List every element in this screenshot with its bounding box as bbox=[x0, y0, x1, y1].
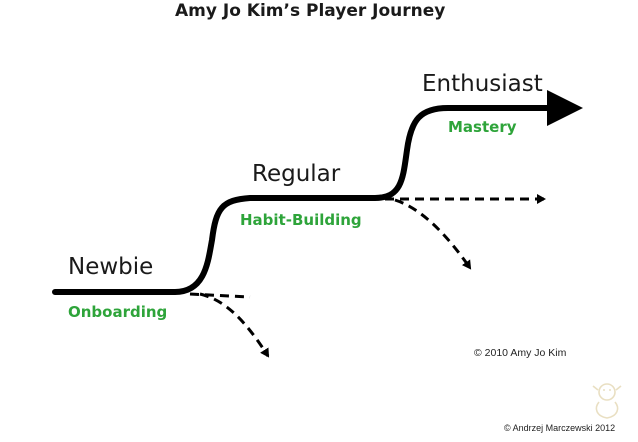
dropoff-arrow-newbie bbox=[199, 292, 270, 358]
copyright-amy-jo-kim: © 2010 Amy Jo Kim bbox=[474, 347, 567, 359]
copyright-andrzej-marczewski: © Andrzej Marczewski 2012 bbox=[504, 423, 616, 433]
phase-label-onboarding: Onboarding bbox=[68, 303, 168, 321]
slide-title: Amy Jo Kim’s Player Journey bbox=[175, 1, 446, 21]
phase-label-habit-building: Habit-Building bbox=[240, 211, 362, 229]
stage-label-regular: Regular bbox=[252, 161, 341, 187]
stage-label-newbie: Newbie bbox=[68, 254, 154, 280]
phase-label-mastery: Mastery bbox=[448, 118, 517, 136]
dropoff-arrow-regular bbox=[394, 198, 472, 270]
journey-path bbox=[52, 90, 583, 295]
dropoff-arrow-newbie-straight bbox=[189, 292, 251, 299]
cartoon-mark-icon bbox=[592, 383, 622, 419]
stage-label-enthusiast: Enthusiast bbox=[422, 71, 543, 97]
